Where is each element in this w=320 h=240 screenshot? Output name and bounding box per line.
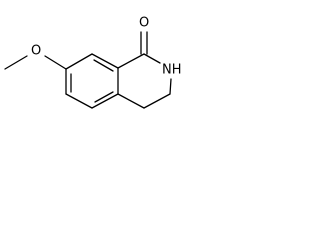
- ring-nitrogen-label: NH: [162, 63, 182, 78]
- carbonyl-oxygen-label: O: [139, 16, 149, 31]
- bond-ch2-ch2: [143, 93, 171, 109]
- bond-n-ch2: [169, 78, 172, 95]
- bond-benzene-3: [91, 93, 119, 109]
- structure-diagram: O O NH: [4, 16, 182, 109]
- methoxy-oxygen-label: O: [31, 44, 41, 59]
- bond-benzene-inner-2: [94, 91, 114, 103]
- bond-benzene-5: [91, 53, 119, 69]
- bond-ring-c-carbonyl: [117, 53, 145, 69]
- bond-carbonyl-n: [143, 53, 161, 64]
- bond-o-aryl: [44, 55, 67, 70]
- bond-ch2-aryl: [117, 93, 145, 109]
- bond-benzene-inner-3: [93, 59, 114, 72]
- bond-benzene-2: [65, 93, 93, 109]
- bond-methyl-o: [4, 55, 28, 70]
- bond-benzene-6: [65, 53, 93, 70]
